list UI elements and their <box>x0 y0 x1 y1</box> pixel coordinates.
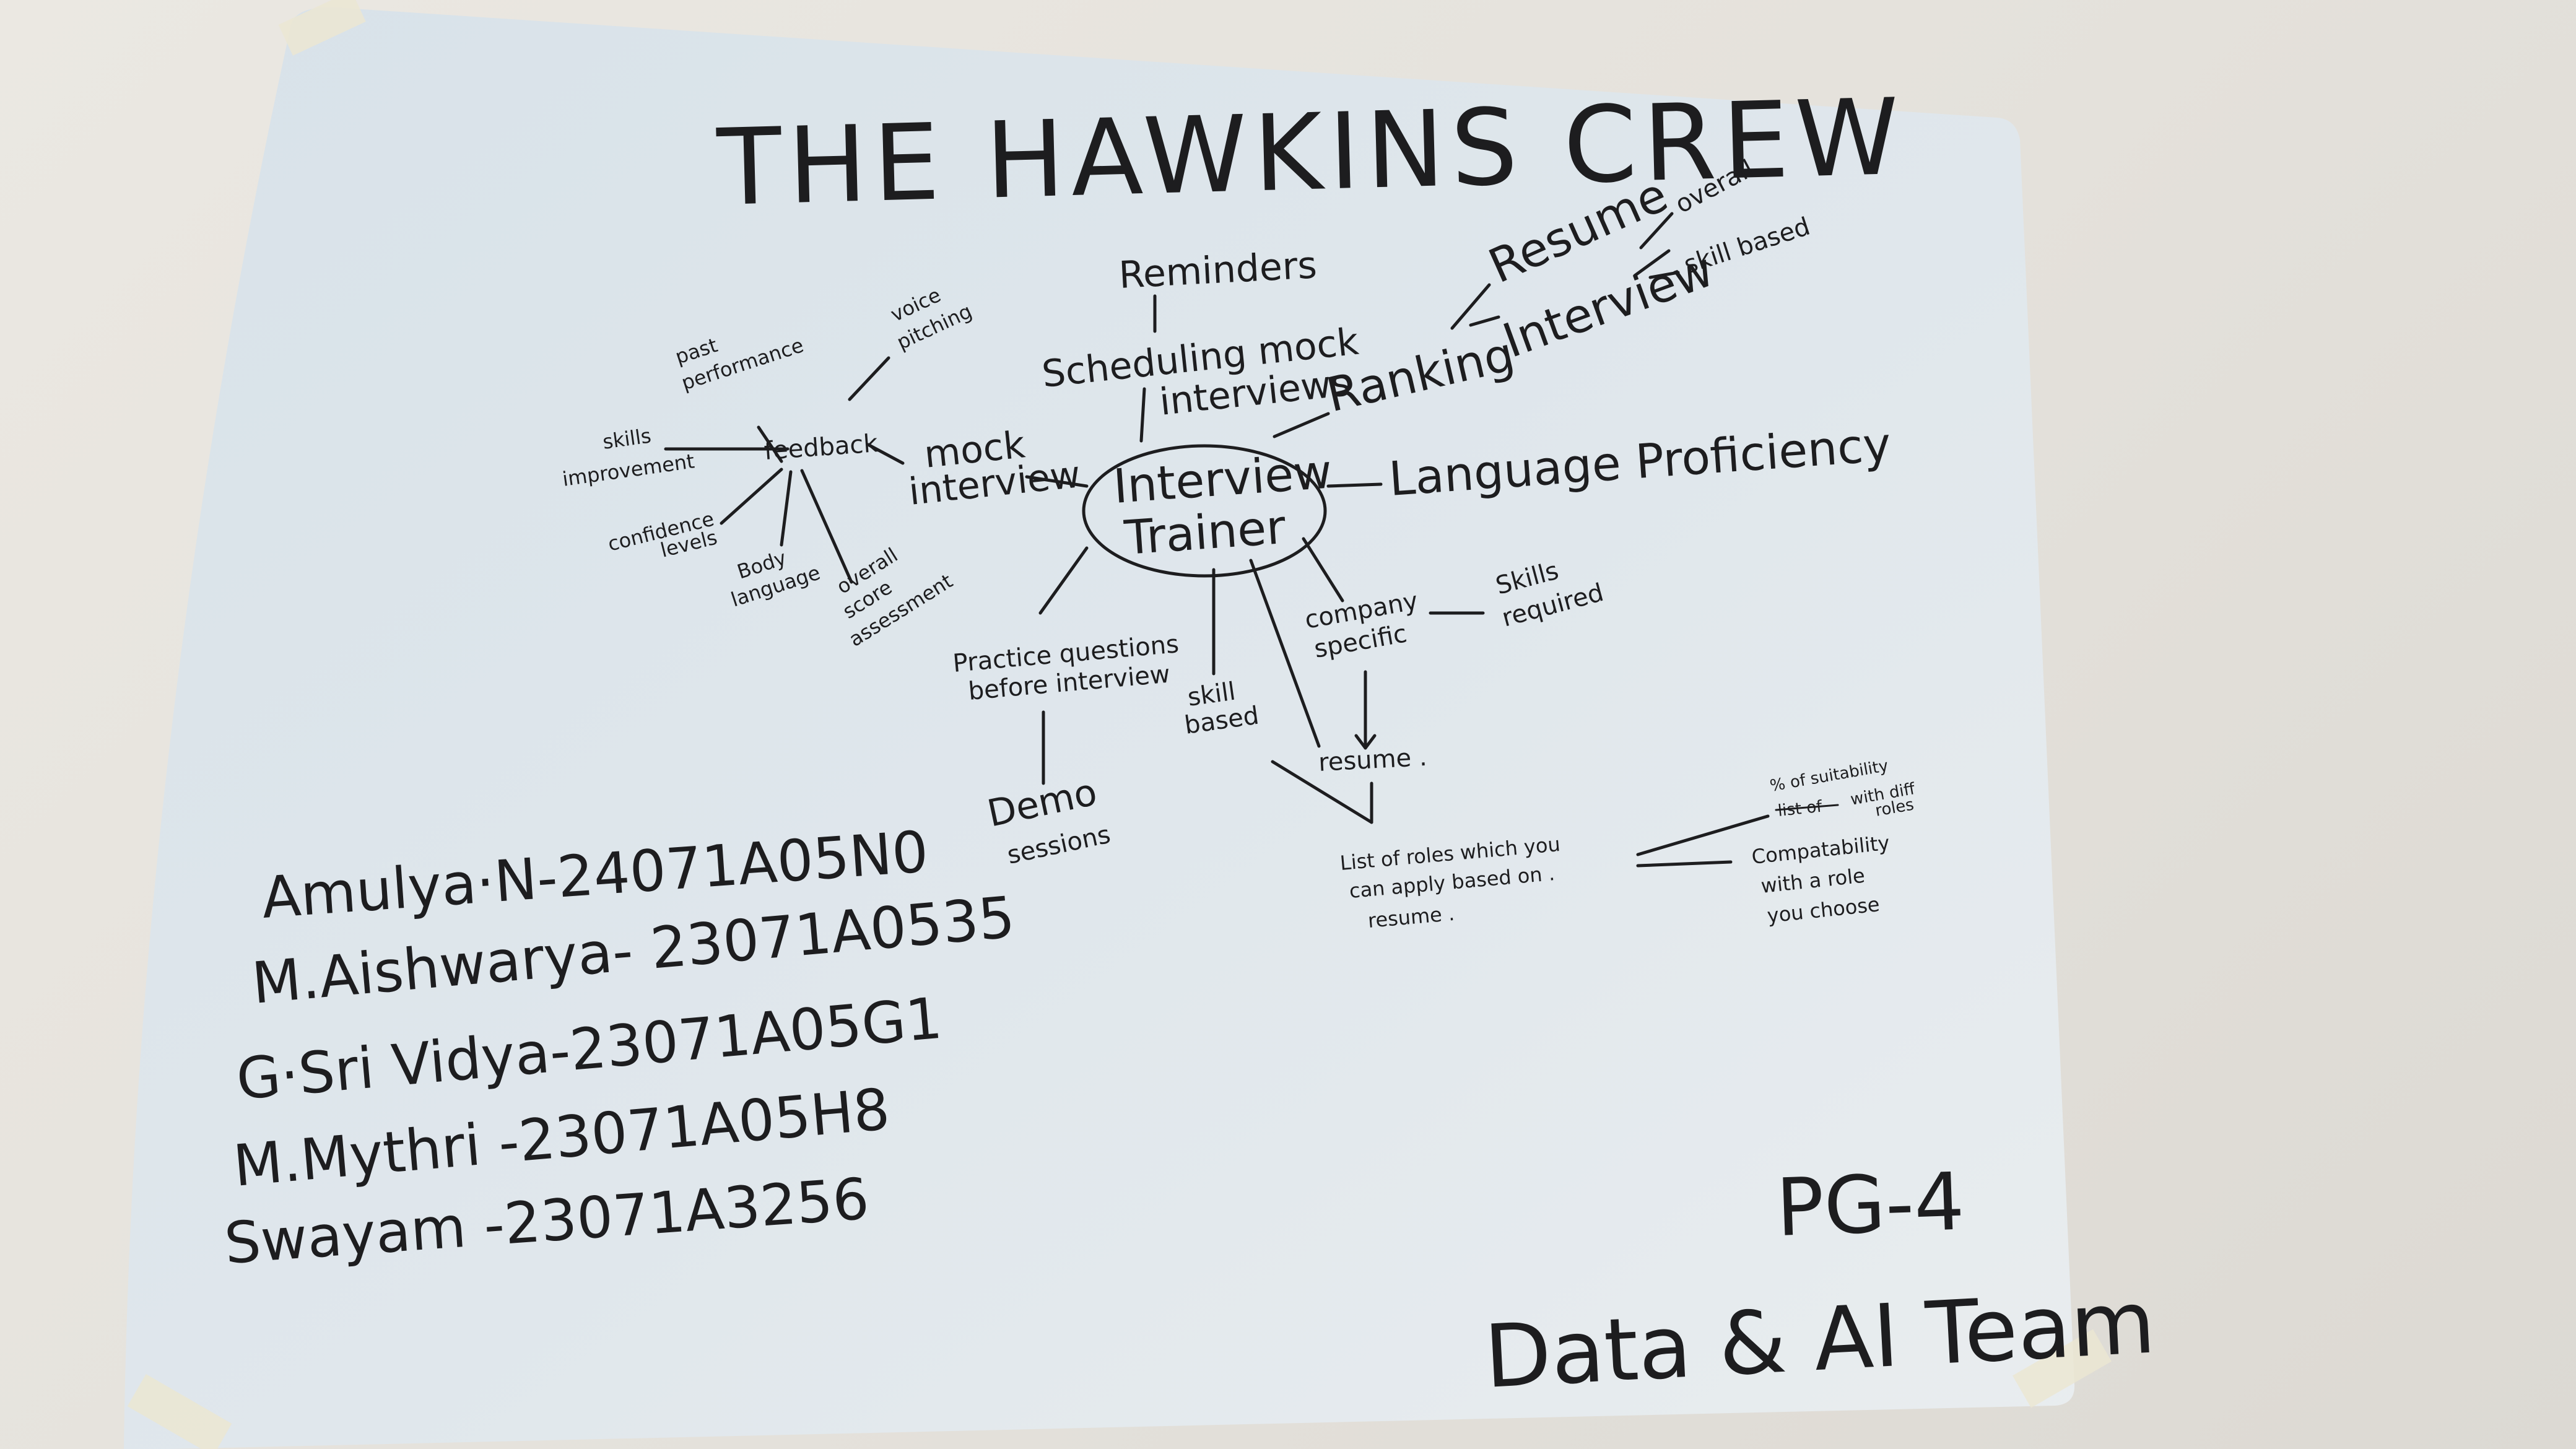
node-mock-interview-line1: mock <box>922 423 1027 477</box>
tape-bottom-right <box>2012 1329 2112 1408</box>
node-skill-based-line1: skill <box>1186 677 1237 712</box>
group-label: PG-4 <box>1775 1155 1966 1255</box>
center-node-label-line2: Trainer <box>1122 499 1288 565</box>
tape-bottom-left <box>127 1374 232 1449</box>
connector-lines <box>664 212 1770 868</box>
node-resume: resume . <box>1318 743 1428 777</box>
paper-sheet <box>124 7 2075 1449</box>
tape-top-left <box>278 0 366 56</box>
node-reminders: Reminders <box>1118 243 1318 297</box>
center-node-outline <box>1082 444 1327 578</box>
strike-through <box>1775 804 1839 811</box>
